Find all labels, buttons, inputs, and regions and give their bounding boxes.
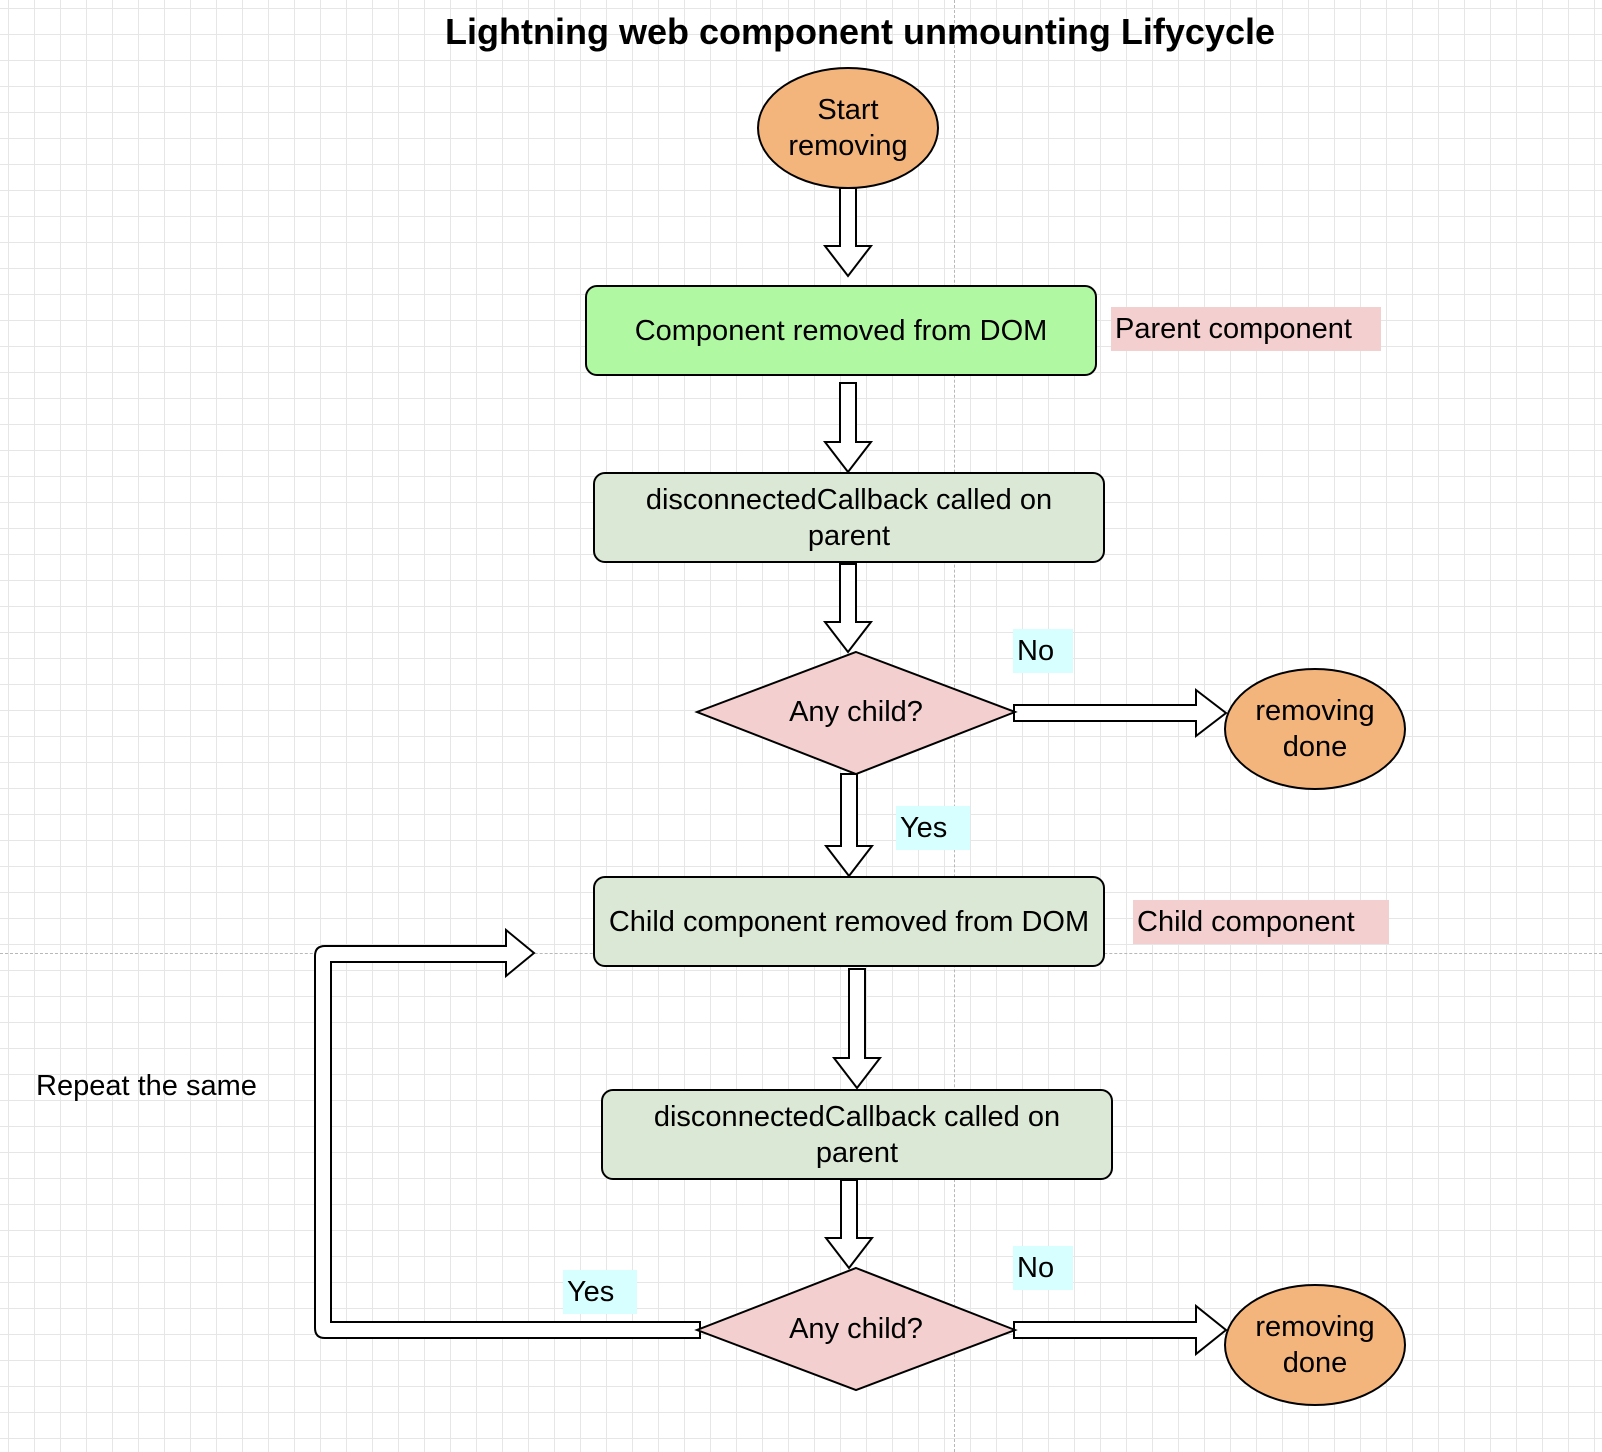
start-node: Start removing — [757, 67, 939, 189]
decision-2-shape — [694, 1266, 1018, 1392]
repeat-label: Repeat the same — [36, 1070, 257, 1102]
decision-1-label: Any child? — [789, 696, 923, 728]
disconnected-callback-parent-label: disconnectedCallback called on parent — [645, 483, 1053, 552]
no-label-2: No — [1013, 1246, 1073, 1290]
yes-label-1: Yes — [896, 806, 970, 850]
child-removed-box: Child component removed from DOM — [593, 876, 1105, 967]
arrow-loop-back — [314, 927, 701, 1339]
component-removed-box: Component removed from DOM — [585, 285, 1097, 376]
arrow-decision-to-done — [1013, 687, 1228, 739]
decision-2-label: Any child? — [789, 1313, 923, 1345]
no-label-1: No — [1013, 629, 1073, 673]
disconnected-callback-parent-box: disconnectedCallback called on parent — [593, 472, 1105, 563]
diagram-title: Lightning web component unmounting Lifyc… — [445, 11, 1275, 52]
arrow-decision-2-to-done — [1013, 1303, 1228, 1357]
yes-label-2: Yes — [563, 1270, 637, 1314]
arrow-disconnected-to-decision — [822, 563, 874, 654]
arrow-child-to-disconnected — [831, 968, 883, 1090]
parent-component-tag: Parent component — [1111, 307, 1381, 351]
child-component-tag: Child component — [1133, 900, 1389, 944]
disconnected-callback-child-label: disconnectedCallback called on parent — [653, 1100, 1061, 1169]
arrow-decision-to-child — [823, 773, 875, 878]
decision-1-shape — [694, 650, 1018, 776]
removing-done-node-1: removing done — [1224, 668, 1406, 790]
start-node-label: Start removing — [788, 94, 908, 162]
removing-done-node-2: removing done — [1224, 1284, 1406, 1406]
child-removed-label: Child component removed from DOM — [608, 905, 1090, 938]
component-removed-label: Component removed from DOM — [634, 314, 1048, 347]
arrow-component-to-disconnected — [822, 382, 874, 474]
disconnected-callback-child-box: disconnectedCallback called on parent — [601, 1089, 1113, 1180]
arrow-start-to-component — [822, 187, 874, 278]
removing-done-label-1: removing done — [1255, 695, 1375, 763]
arrow-disconnected-to-decision-2 — [823, 1179, 875, 1270]
removing-done-label-2: removing done — [1255, 1311, 1375, 1379]
